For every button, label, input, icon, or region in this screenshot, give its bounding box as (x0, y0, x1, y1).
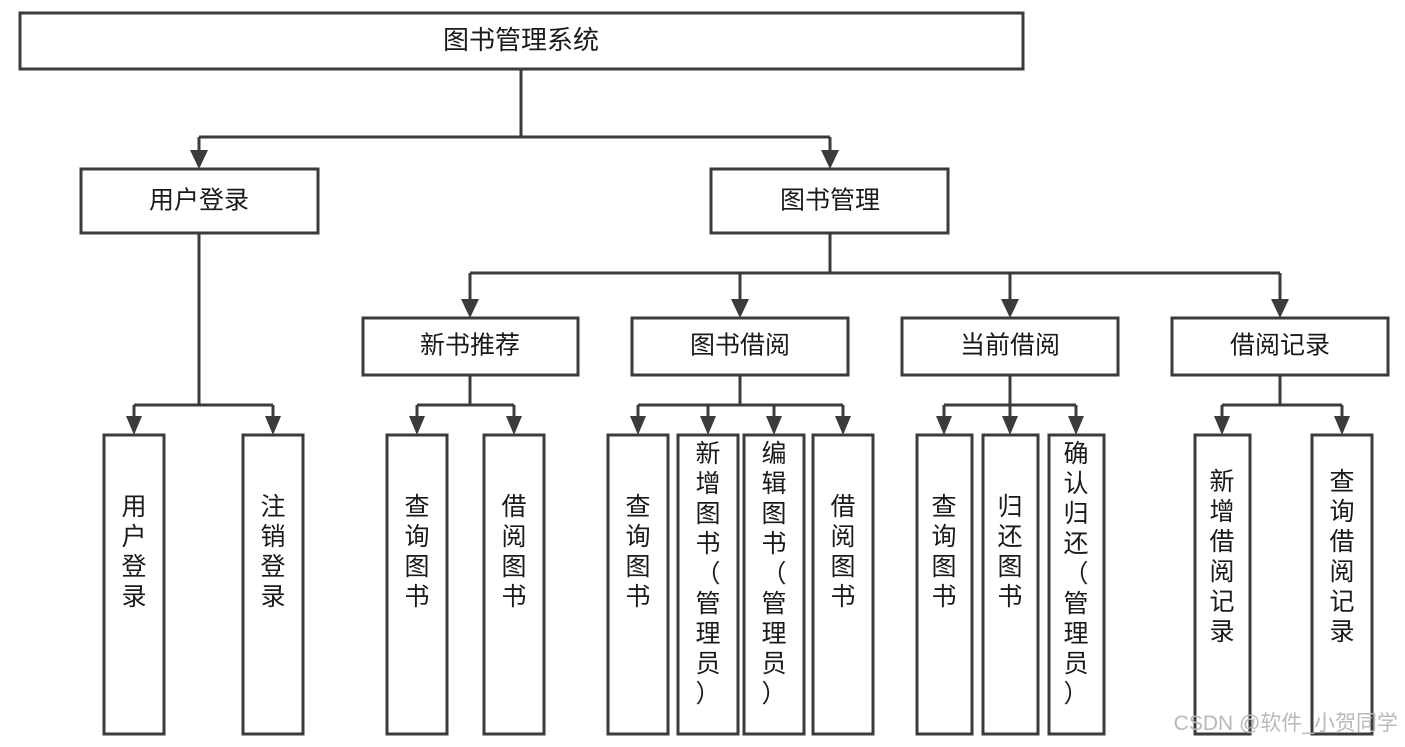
node-leaf-user-login[interactable]: 用户登录 (102, 433, 166, 736)
arrowhead-leaf-borrow-book-recommend (506, 416, 522, 435)
node-root-label: 图书管理系统 (443, 25, 599, 55)
node-book-borrow-label: 图书借阅 (690, 332, 790, 360)
node-leaf-confirm-return-admin[interactable]: 确认归还（管理员） (1047, 433, 1106, 736)
node-leaf-return-book-label: 归还图书 (997, 493, 1022, 611)
node-leaf-return-book[interactable]: 归还图书 (981, 433, 1040, 736)
node-leaf-user-logout-box[interactable] (241, 433, 305, 736)
node-current-borrow-box[interactable] (900, 316, 1120, 377)
node-new-book-recommend[interactable]: 新书推荐 (361, 316, 580, 377)
node-new-book-recommend-label: 新书推荐 (420, 332, 520, 360)
node-current-borrow[interactable]: 当前借阅 (900, 316, 1120, 377)
node-leaf-query-book-current-box[interactable] (915, 433, 974, 736)
arrowhead-leaf-borrow-book (835, 416, 851, 435)
node-book-borrow[interactable]: 图书借阅 (630, 316, 850, 377)
node-current-borrow-label: 当前借阅 (960, 332, 1060, 360)
arrowhead-leaf-query-book-current (936, 416, 952, 435)
node-leaf-query-book-borrow-box[interactable] (606, 433, 670, 736)
arrowhead-book-borrow (731, 299, 749, 318)
node-leaf-add-book-admin[interactable]: 新增图书（管理员） (676, 433, 740, 736)
arrowhead-leaf-query-book-recommend (409, 416, 425, 435)
node-user-login-box[interactable] (79, 167, 320, 235)
node-leaf-query-book-recommend[interactable]: 查询图书 (385, 433, 449, 736)
node-leaf-add-book-admin-box[interactable] (676, 433, 740, 736)
node-leaf-query-borrow-record[interactable]: 查询借阅记录 (1310, 433, 1374, 736)
arrowhead-leaf-query-borrow-record (1334, 416, 1350, 435)
node-leaf-confirm-return-admin-box[interactable] (1047, 433, 1106, 736)
node-leaf-confirm-return-admin-label: 确认归还（管理员） (1063, 440, 1088, 708)
node-leaf-add-borrow-record-box[interactable] (1193, 433, 1252, 736)
node-borrow-record-box[interactable] (1170, 316, 1390, 377)
arrowhead-leaf-add-borrow-record (1214, 416, 1230, 435)
node-leaf-edit-book-admin-box[interactable] (742, 433, 806, 736)
node-root-box[interactable] (18, 11, 1025, 71)
arrowhead-borrow-record (1271, 299, 1289, 318)
node-leaf-query-borrow-record-label: 查询借阅记录 (1329, 468, 1354, 646)
arrowhead-leaf-confirm-return-admin (1068, 416, 1084, 435)
arrowhead-leaf-add-book-admin (700, 416, 716, 435)
node-leaf-query-book-recommend-label: 查询图书 (404, 493, 429, 611)
node-leaf-query-book-recommend-box[interactable] (385, 433, 449, 736)
node-leaf-borrow-book-recommend-box[interactable] (482, 433, 546, 736)
node-leaf-borrow-book-recommend-label: 借阅图书 (501, 493, 526, 611)
node-book-management-label: 图书管理 (780, 187, 880, 215)
node-leaf-add-book-admin-label: 新增图书（管理员） (695, 440, 720, 708)
node-root[interactable]: 图书管理系统 (18, 11, 1025, 71)
node-user-login-label: 用户登录 (149, 187, 249, 215)
node-leaf-query-book-current-label: 查询图书 (931, 493, 956, 611)
arrowhead-leaf-edit-book-admin (766, 416, 782, 435)
node-leaf-add-borrow-record-label: 新增借阅记录 (1209, 468, 1234, 646)
arrowhead-leaf-user-logout (265, 416, 281, 435)
node-leaf-user-login-label: 用户登录 (121, 493, 146, 611)
node-leaf-query-book-current[interactable]: 查询图书 (915, 433, 974, 736)
arrowhead-user-login (190, 150, 208, 169)
node-leaf-query-book-borrow-label: 查询图书 (625, 493, 650, 611)
node-leaf-query-borrow-record-box[interactable] (1310, 433, 1374, 736)
node-leaf-query-book-borrow[interactable]: 查询图书 (606, 433, 670, 736)
arrowhead-leaf-query-book-borrow (630, 416, 646, 435)
node-leaf-borrow-book-box[interactable] (811, 433, 875, 736)
arrowhead-leaf-return-book (1002, 416, 1018, 435)
arrowhead-new-book-recommend (461, 299, 479, 318)
node-leaf-user-login-box[interactable] (102, 433, 166, 736)
node-leaf-return-book-box[interactable] (981, 433, 1040, 736)
node-leaf-user-logout-label: 注销登录 (260, 493, 285, 611)
node-user-login[interactable]: 用户登录 (79, 167, 320, 235)
node-borrow-record[interactable]: 借阅记录 (1170, 316, 1390, 377)
csdn-watermark: CSDN @软件_小贺同学 (1174, 712, 1398, 735)
node-new-book-recommend-box[interactable] (361, 316, 580, 377)
node-book-management[interactable]: 图书管理 (709, 167, 950, 235)
node-book-borrow-box[interactable] (630, 316, 850, 377)
node-leaf-edit-book-admin-label: 编辑图书（管理员） (761, 440, 786, 708)
node-leaf-borrow-book-label: 借阅图书 (830, 493, 855, 611)
arrowhead-book-management (821, 150, 839, 169)
node-book-management-box[interactable] (709, 167, 950, 235)
node-leaf-borrow-book-recommend[interactable]: 借阅图书 (482, 433, 546, 736)
arrowhead-leaf-user-login (126, 416, 142, 435)
arrowhead-current-borrow (1001, 299, 1019, 318)
node-leaf-user-logout[interactable]: 注销登录 (241, 433, 305, 736)
node-borrow-record-label: 借阅记录 (1230, 332, 1330, 360)
connector-group (126, 69, 1350, 435)
node-leaf-add-borrow-record[interactable]: 新增借阅记录 (1193, 433, 1252, 736)
node-leaf-edit-book-admin[interactable]: 编辑图书（管理员） (742, 433, 806, 736)
node-leaf-borrow-book[interactable]: 借阅图书 (811, 433, 875, 736)
